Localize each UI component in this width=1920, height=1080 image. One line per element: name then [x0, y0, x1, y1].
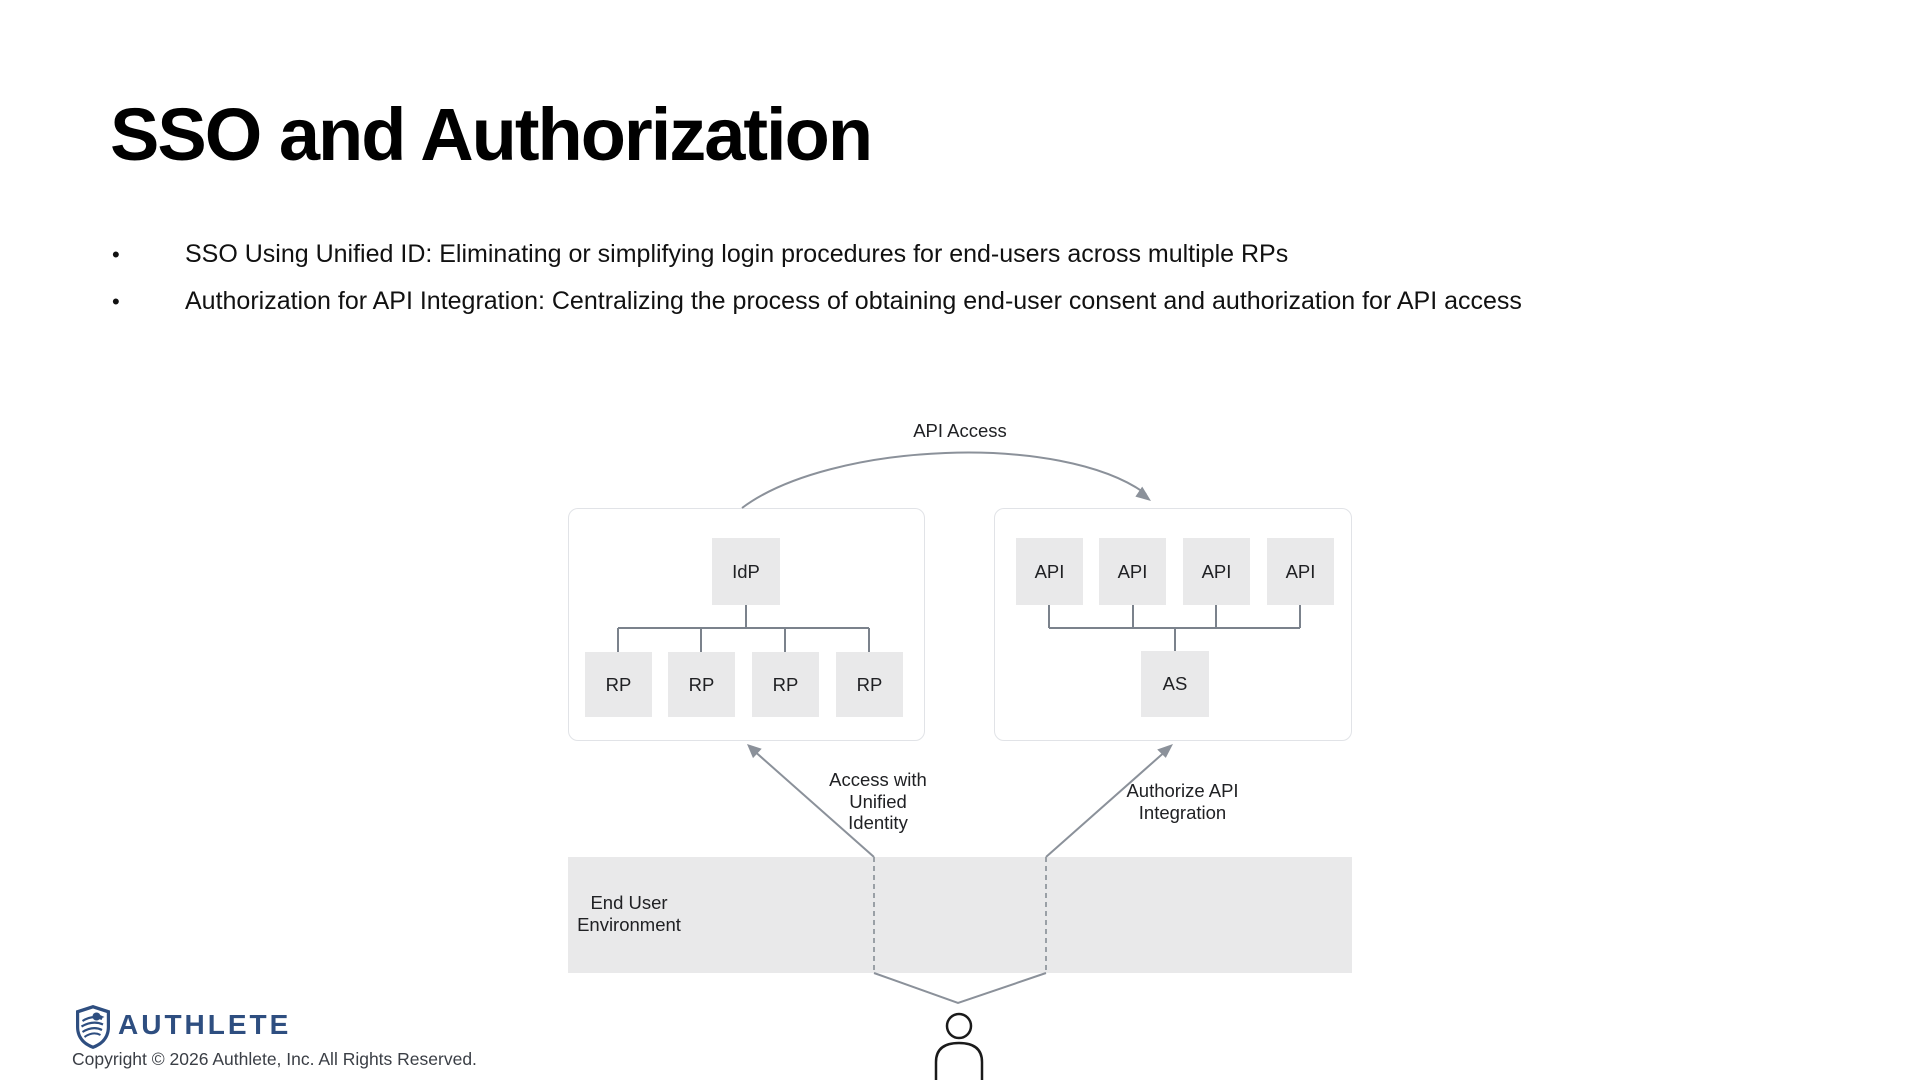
- end-user-environment-band: [568, 857, 1352, 973]
- api-as-connectors: [1048, 605, 1301, 651]
- end-user-converge-line: [873, 972, 1047, 1005]
- bullet-text: Authorization for API Integration: Centr…: [185, 287, 1522, 315]
- rp-node: RP: [836, 652, 903, 717]
- copyright-text: Copyright © 2026 Authlete, Inc. All Righ…: [72, 1049, 477, 1069]
- end-user-environment-label: End User Environment: [577, 892, 681, 935]
- idp-rp-connectors: [617, 605, 870, 652]
- rp-node: RP: [752, 652, 819, 717]
- api-node: API: [1099, 538, 1166, 605]
- idp-node: IdP: [712, 538, 780, 605]
- rp-node: RP: [585, 652, 652, 717]
- api-node: API: [1016, 538, 1083, 605]
- authlete-logo-text: AUTHLETE: [118, 1009, 292, 1040]
- bullet-icon: •: [112, 242, 120, 267]
- api-node: API: [1267, 538, 1334, 605]
- api-access-label: API Access: [913, 420, 1007, 441]
- api-access-arrow: [741, 451, 1151, 509]
- bullet-list: • SSO Using Unified ID: Eliminating or s…: [112, 231, 1522, 325]
- authorize-api-integration-arrow: [1045, 744, 1173, 858]
- end-user-icon: [934, 1012, 984, 1080]
- list-item: • Authorization for API Integration: Cen…: [112, 278, 1522, 325]
- dashed-connectors: [873, 857, 1047, 973]
- rp-node: RP: [668, 652, 735, 717]
- access-unified-identity-label: Access with Unified Identity: [829, 769, 927, 833]
- as-node: AS: [1141, 651, 1209, 717]
- bullet-text: SSO Using Unified ID: Eliminating or sim…: [185, 240, 1289, 268]
- api-node: API: [1183, 538, 1250, 605]
- bullet-icon: •: [112, 289, 120, 314]
- authlete-shield-icon: [76, 1005, 110, 1049]
- list-item: • SSO Using Unified ID: Eliminating or s…: [112, 231, 1522, 278]
- page-title: SSO and Authorization: [110, 93, 873, 176]
- access-unified-identity-arrow: [747, 744, 875, 858]
- authorize-api-integration-label: Authorize API Integration: [1126, 780, 1239, 823]
